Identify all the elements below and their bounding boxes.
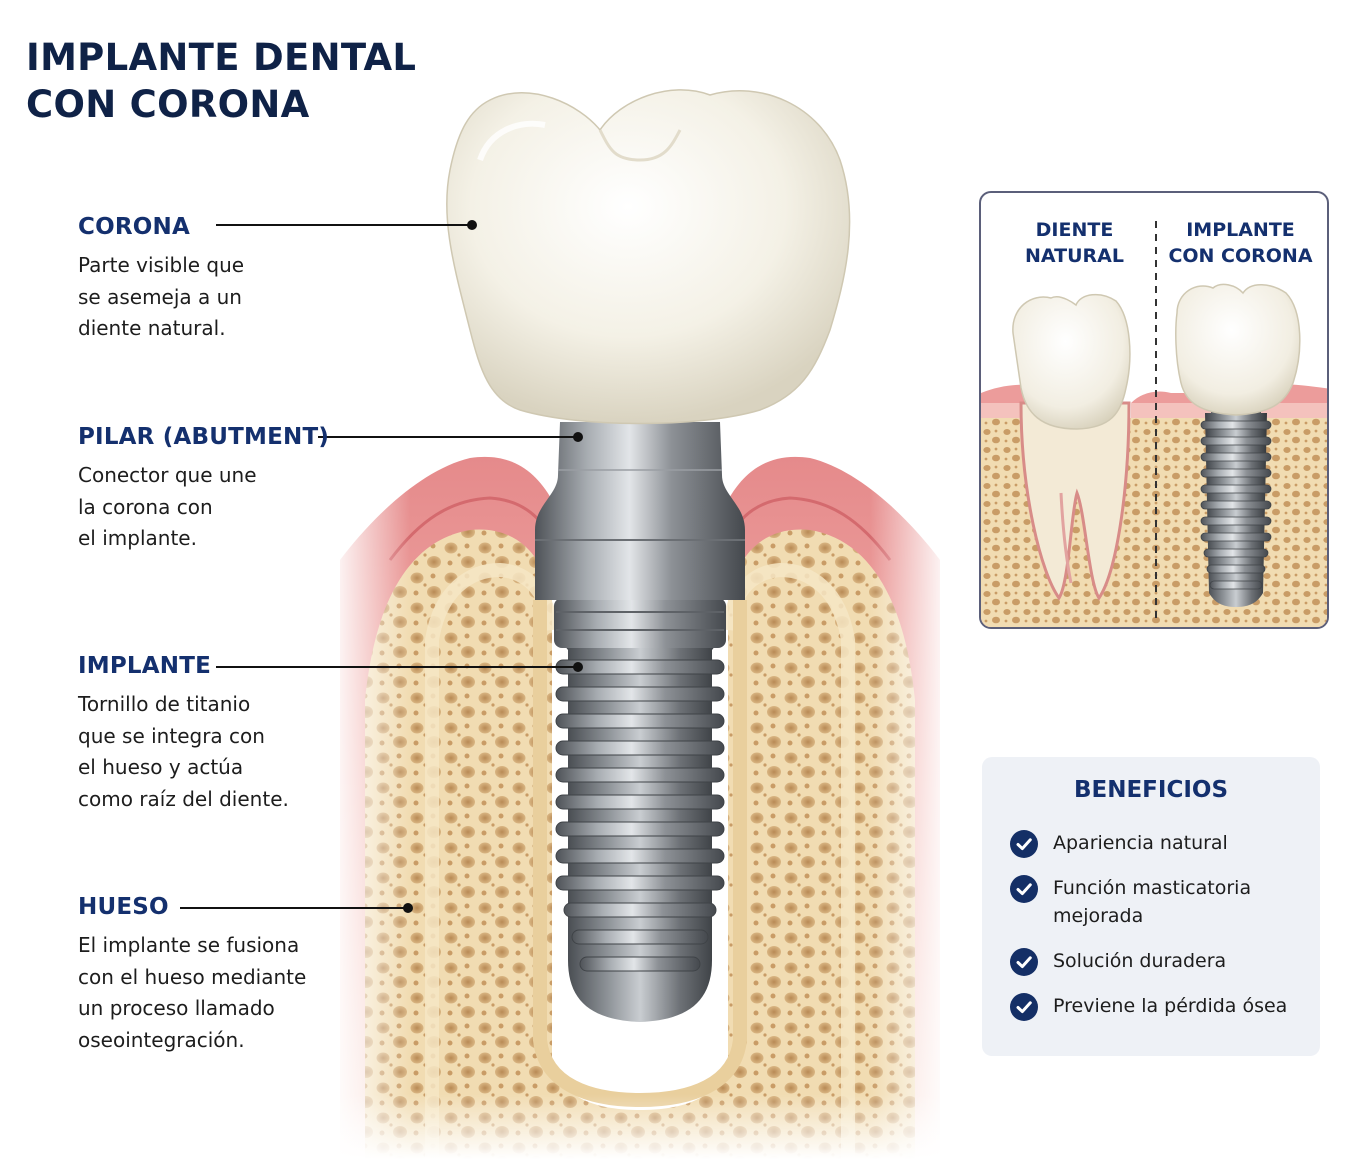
label-corona: CORONA Parte visible que se asemeja a un… [78,212,408,345]
benefit-item: Apariencia natural [1010,829,1310,858]
benefits-list: Apariencia natural Función masticatoria … [1010,829,1310,1037]
screw-thread [555,740,725,756]
implant-screw [554,598,726,1022]
benefit-item: Previene la pérdida ósea [1010,992,1310,1021]
screw-thread [1200,532,1272,542]
natural-tooth [1012,293,1131,601]
label-hueso-heading: HUESO [78,894,169,920]
screw-thread [1200,436,1272,446]
check-circle-icon [1010,830,1038,858]
benefit-text: Solución duradera [1053,950,1227,972]
screw-thread [555,848,725,864]
screw-thread [555,659,725,675]
implant-with-crown [1175,283,1301,607]
label-hueso: HUESO El implante se fusiona con el hues… [78,892,408,1056]
screw-thread [555,713,725,729]
label-pilar-text: Conector que une la corona con el implan… [78,463,257,550]
label-corona-text: Parte visible que se asemeja a un diente… [78,253,245,340]
title-text: IMPLANTE DENTAL CON CORONA [26,36,417,126]
label-corona-heading: CORONA [78,214,190,240]
benefit-item: Solución duradera [1010,947,1310,976]
benefits-heading: BENEFICIOS [1073,777,1229,803]
comparison-right-heading: IMPLANTE CON CORONA [1168,219,1313,267]
screw-thread [555,821,725,837]
screw-thread [555,875,725,891]
benefit-text: Previene la pérdida ósea [1053,995,1288,1017]
screw-thread [563,902,717,918]
screw-thread [1200,452,1272,462]
screw-thread [1203,548,1269,558]
benefit-text: Función masticatoria mejorada [1053,877,1252,927]
comparison-illustration [981,221,1327,627]
screw-thread [571,929,709,945]
label-implante-text: Tornillo de titanio que se integra con e… [78,692,289,811]
benefit-text: Apariencia natural [1053,832,1228,854]
screw-thread [555,767,725,783]
page-title: IMPLANTE DENTAL CON CORONA [26,34,416,128]
crown [446,89,851,425]
screw-thread [1200,468,1272,478]
check-circle-icon [1010,948,1038,976]
label-implante: IMPLANTE Tornillo de titanio que se inte… [78,651,408,815]
comparison-panel: DIENTE NATURAL IMPLANTE CON CORONA [979,191,1329,629]
screw-thread [555,794,725,810]
screw-thread [1209,580,1263,590]
abutment [535,422,745,600]
label-pilar-heading: PILAR (ABUTMENT) [78,424,330,450]
label-implante-heading: IMPLANTE [78,653,212,679]
benefit-item: Función masticatoria mejorada [1010,874,1310,930]
screw-thread [1200,500,1272,510]
screw-thread [1200,484,1272,494]
benefits-panel: BENEFICIOS Apariencia natural Función ma… [982,757,1320,1056]
bone [330,480,950,1159]
comparison-left-heading: DIENTE NATURAL [1025,219,1124,267]
check-circle-icon [1010,993,1038,1021]
screw-thread [555,686,725,702]
screw-thread [1206,564,1266,574]
screw-thread [579,956,701,972]
screw-thread [1200,420,1272,430]
screw-thread [1200,516,1272,526]
label-pilar: PILAR (ABUTMENT) Conector que une la cor… [78,422,408,555]
check-circle-icon [1010,875,1038,903]
label-hueso-text: El implante se fusiona con el hueso medi… [78,933,307,1052]
